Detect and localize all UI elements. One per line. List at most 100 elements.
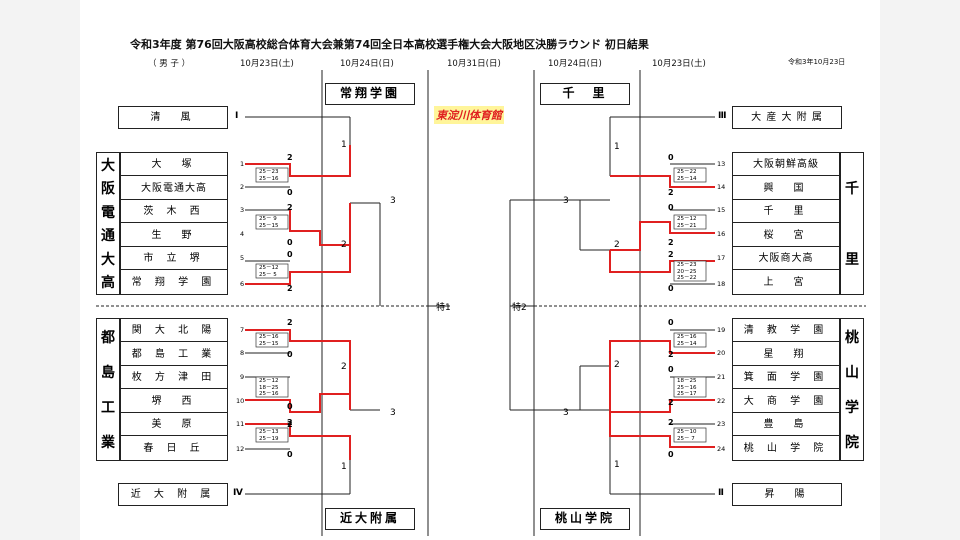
team-name: 枚 方 津 田 xyxy=(121,367,227,389)
team-name: 大 商 学 園 xyxy=(733,391,839,413)
block-char: 都 xyxy=(101,329,115,346)
seed-team-bottom-left: 近 大 附 属 xyxy=(118,483,228,506)
match-number: 3 xyxy=(390,408,396,418)
block-char: 阪 xyxy=(101,181,115,198)
team-seed-number: 7 xyxy=(240,326,245,334)
seed-mark-3: Ⅲ xyxy=(718,111,727,121)
team-seed-number: 5 xyxy=(240,254,245,262)
seed-mark-2: Ⅱ xyxy=(718,488,724,498)
set-score: 25－23 xyxy=(259,169,279,175)
match-number: 1 xyxy=(341,140,347,150)
block-char: 大 xyxy=(101,251,115,268)
winner-top-right: 千 里 xyxy=(540,83,630,105)
date-header-3: 10月31日(日) xyxy=(447,59,501,69)
team-name: 清 教 学 園 xyxy=(733,320,839,342)
set-score: 25－14 xyxy=(677,340,697,347)
date-header-5: 10月23日(土) xyxy=(652,59,706,69)
set-count: 2 xyxy=(287,284,293,293)
match-number: 2 xyxy=(341,240,347,250)
team-seed-number: 22 xyxy=(717,397,726,405)
match-number: 3 xyxy=(390,196,396,206)
set-count: 2 xyxy=(287,203,293,212)
set-score: 25－23 xyxy=(677,262,697,268)
team-seed-number: 4 xyxy=(240,230,245,238)
seed-mark-1: Ⅰ xyxy=(235,111,239,121)
set-score: 20－25 xyxy=(677,268,697,275)
set-score: 25－10 xyxy=(677,429,697,435)
set-score: 25－15 xyxy=(259,340,279,347)
date-header-4: 10月24日(日) xyxy=(548,59,602,69)
team-seed-number: 13 xyxy=(717,160,726,168)
block-char: 高 xyxy=(101,275,115,292)
set-count: 2 xyxy=(287,418,293,427)
team-name: 豊 島 xyxy=(733,414,839,436)
left-top-team-list: 大 塚大阪電通大高茨 木 西生 野市 立 堺常 翔 学 園 xyxy=(120,152,228,295)
block-char: 山 xyxy=(845,364,859,381)
match-number: 2 xyxy=(341,362,347,372)
block-char: 里 xyxy=(845,251,859,268)
seed-team-top-left: 清 風 xyxy=(118,106,228,129)
team-name: 桜 宮 xyxy=(733,225,839,247)
set-count: 0 xyxy=(287,450,293,459)
team-name: 茨 木 西 xyxy=(121,201,227,223)
block-char: 院 xyxy=(845,435,859,452)
block-label-right-2: 桃山学院 xyxy=(840,318,864,461)
gender-label: （ 男 子 ） xyxy=(148,59,191,69)
team-seed-number: 2 xyxy=(240,183,245,191)
block-label-left-1: 大阪電通大高 xyxy=(96,152,120,295)
set-score: 25－15 xyxy=(259,222,279,229)
set-score: 25－13 xyxy=(259,429,279,435)
team-name: 春 日 丘 xyxy=(143,442,205,454)
team-name: 千 里 xyxy=(733,201,839,223)
set-score: 25－ 9 xyxy=(259,216,277,222)
set-count: 0 xyxy=(668,450,674,459)
set-score: 25－14 xyxy=(677,175,697,182)
block-char: 桃 xyxy=(845,329,859,346)
block-char: 電 xyxy=(101,204,115,221)
set-count: 2 xyxy=(668,188,674,197)
seed-team-top-right: 大 産 大 附 属 xyxy=(732,106,842,129)
set-score: 25－22 xyxy=(677,275,697,281)
set-score: 25－16 xyxy=(677,334,697,340)
venue-label: 東淀川体育館 xyxy=(434,106,504,124)
team-seed-number: 15 xyxy=(717,206,726,214)
set-count: 0 xyxy=(287,238,293,247)
block-char: 学 xyxy=(845,400,859,417)
winner-top-left: 常翔学園 xyxy=(325,83,415,105)
set-score: 25－12 xyxy=(677,216,697,222)
set-score: 18－25 xyxy=(259,384,279,391)
set-count: 0 xyxy=(668,284,674,293)
team-name: 大阪朝鮮高級 xyxy=(733,154,839,176)
team-name: 大阪商大高 xyxy=(733,248,839,270)
team-seed-number: 6 xyxy=(240,280,245,288)
set-score: 25－16 xyxy=(677,384,697,391)
right-top-team-list: 大阪朝鮮高級興 国千 里桜 宮大阪商大高上 宮 xyxy=(732,152,840,295)
team-name: 都 島 工 業 xyxy=(121,344,227,366)
team-seed-number: 14 xyxy=(717,183,726,191)
team-seed-number: 3 xyxy=(240,206,245,214)
set-score: 25－ 5 xyxy=(259,271,277,278)
set-count: 0 xyxy=(668,153,674,162)
block-char: 大 xyxy=(101,157,115,174)
set-count: 2 xyxy=(287,318,293,327)
set-score: 25－ 7 xyxy=(677,435,695,442)
team-name: 桃 山 学 院 xyxy=(743,442,829,454)
team-name: 関 大 北 陽 xyxy=(121,320,227,342)
page-title: 令和3年度 第76回大阪高校総合体育大会兼第74回全日本高校選手権大会大阪地区決… xyxy=(130,38,649,51)
team-seed-number: 21 xyxy=(717,373,726,381)
set-count: 0 xyxy=(287,188,293,197)
team-seed-number: 9 xyxy=(240,373,245,381)
issue-date: 令和3年10月23日 xyxy=(788,58,846,66)
block-label-left-2: 都島工業 xyxy=(96,318,120,461)
match-number: 特2 xyxy=(512,303,527,313)
winner-bottom-left: 近大附属 xyxy=(325,508,415,530)
team-name: 箕 面 学 園 xyxy=(733,367,839,389)
match-number: 特1 xyxy=(436,303,451,313)
set-count: 2 xyxy=(668,250,674,259)
team-seed-number: 24 xyxy=(717,445,726,453)
block-char: 工 xyxy=(101,400,115,417)
set-score: 25－16 xyxy=(259,334,279,340)
team-seed-number: 11 xyxy=(236,420,245,428)
seed-mark-4: Ⅳ xyxy=(233,488,243,498)
